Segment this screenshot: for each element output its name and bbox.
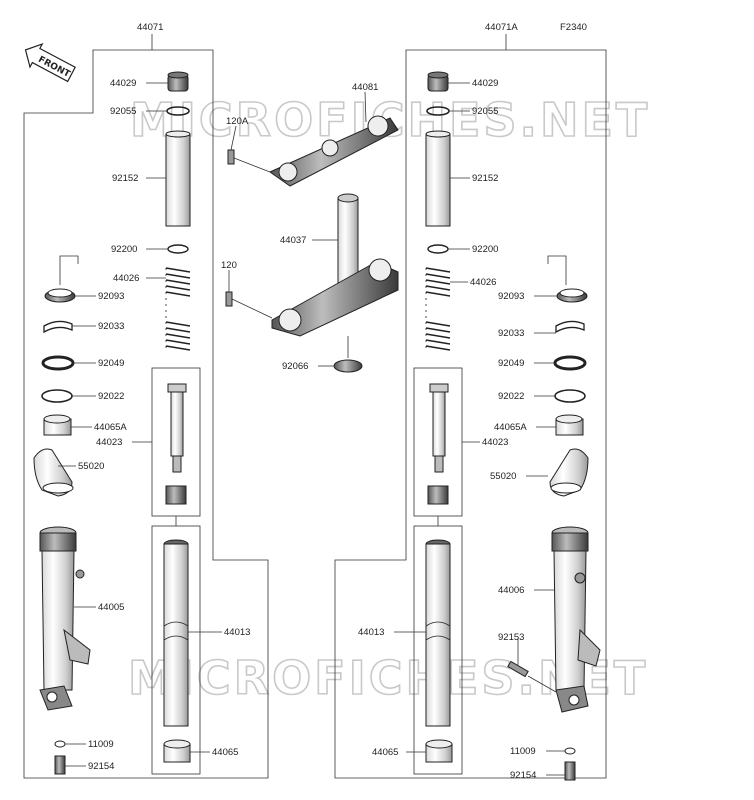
- right-oil-seal: [553, 355, 587, 371]
- left-oil-seal: [41, 355, 75, 371]
- label-55020-left: 55020: [78, 461, 104, 472]
- left-cartridge: [165, 383, 187, 505]
- right-dust-seal: [556, 288, 588, 303]
- left-washer: [167, 244, 189, 254]
- right-spacer-tube: [425, 130, 451, 227]
- assembly-number-left: 44071: [137, 22, 163, 33]
- left-gasket: [54, 740, 66, 748]
- label-44037: 44037: [280, 235, 306, 246]
- label-55020-right: 55020: [490, 471, 516, 482]
- label-92033-left: 92033: [98, 321, 124, 332]
- right-outer-tube: [551, 526, 601, 713]
- right-assembly-outline: [334, 49, 607, 779]
- right-fork-guard: [549, 448, 589, 497]
- label-92154-left: 92154: [88, 761, 114, 772]
- label-92152-right: 92152: [472, 173, 498, 184]
- label-92200-left: 92200: [111, 244, 137, 255]
- left-dust-seal: [44, 288, 76, 303]
- front-arrow-icon: FRONT: [24, 42, 76, 83]
- left-bolt-92154: [54, 755, 66, 775]
- label-92055-left: 92055: [110, 106, 136, 117]
- label-92033-right: 92033: [498, 328, 524, 339]
- label-44065A-left: 44065A: [94, 422, 127, 433]
- right-gasket: [564, 747, 576, 755]
- left-outer-tube: [39, 526, 91, 711]
- right-bolt-92153: [507, 660, 557, 693]
- label-92022-right: 92022: [498, 391, 524, 402]
- label-11009-right: 11009: [510, 746, 536, 757]
- bolt-120A: [227, 149, 271, 173]
- label-44023-right: 44023: [482, 437, 508, 448]
- label-120A: 120A: [226, 116, 249, 127]
- label-44013-right: 44013: [358, 627, 384, 638]
- label-44026-right: 44026: [470, 277, 496, 288]
- label-44006: 44006: [498, 585, 524, 596]
- upper-bracket: [268, 115, 399, 187]
- label-44081: 44081: [352, 82, 378, 93]
- right-washer-92022: [554, 389, 586, 403]
- seal-92066: [333, 336, 363, 373]
- right-washer: [427, 244, 449, 254]
- left-washer-92022: [41, 389, 73, 403]
- left-fork-guard: [33, 448, 74, 497]
- label-92153: 92153: [498, 632, 524, 643]
- right-spring: [425, 267, 451, 351]
- bolt-120: [225, 291, 273, 319]
- right-cartridge: [427, 383, 449, 505]
- label-92066: 92066: [282, 361, 308, 372]
- label-44065-right: 44065: [372, 747, 398, 758]
- label-92152-left: 92152: [112, 173, 138, 184]
- label-11009-left: 11009: [88, 739, 114, 750]
- right-slide-bushing: [425, 739, 453, 763]
- left-slide-bushing: [163, 739, 191, 763]
- left-bushing-44065A: [43, 414, 72, 436]
- label-44026-left: 44026: [113, 273, 139, 284]
- right-cap-bolt: [427, 71, 449, 92]
- label-92055-right: 92055: [472, 106, 498, 117]
- left-clip: [43, 320, 73, 334]
- label-120: 120: [221, 260, 237, 271]
- label-92154-right: 92154: [510, 770, 536, 781]
- figure-code: F2340: [560, 22, 587, 33]
- label-92093-left: 92093: [98, 291, 124, 302]
- label-92093-right: 92093: [498, 291, 524, 302]
- label-92049-right: 92049: [498, 358, 524, 369]
- left-cap-bolt: [167, 71, 189, 92]
- label-92049-left: 92049: [98, 358, 124, 369]
- right-inner-tube: [425, 539, 451, 727]
- label-44029-right: 44029: [472, 78, 498, 89]
- leader-lines: [58, 82, 565, 776]
- right-bushing-44065A: [555, 414, 584, 436]
- left-assembly-outline: [23, 49, 269, 779]
- label-44065-left: 44065: [212, 747, 238, 758]
- left-spring: [165, 267, 191, 351]
- left-inner-tube: [163, 539, 189, 727]
- label-44013-left: 44013: [224, 627, 250, 638]
- label-44023-left: 44023: [96, 437, 122, 448]
- label-92022-left: 92022: [98, 391, 124, 402]
- stem-44037: [271, 193, 399, 337]
- label-44029-left: 44029: [110, 78, 136, 89]
- right-clip: [555, 320, 585, 334]
- label-44065A-right: 44065A: [494, 422, 527, 433]
- label-44005: 44005: [98, 602, 124, 613]
- assembly-number-right: 44071A: [485, 22, 518, 33]
- left-spacer-tube: [165, 130, 191, 227]
- right-bolt-92154: [564, 761, 576, 781]
- part-labels: 44029 92055 92152 92200 44026 92093 9203…: [78, 78, 536, 781]
- label-92200-right: 92200: [472, 244, 498, 255]
